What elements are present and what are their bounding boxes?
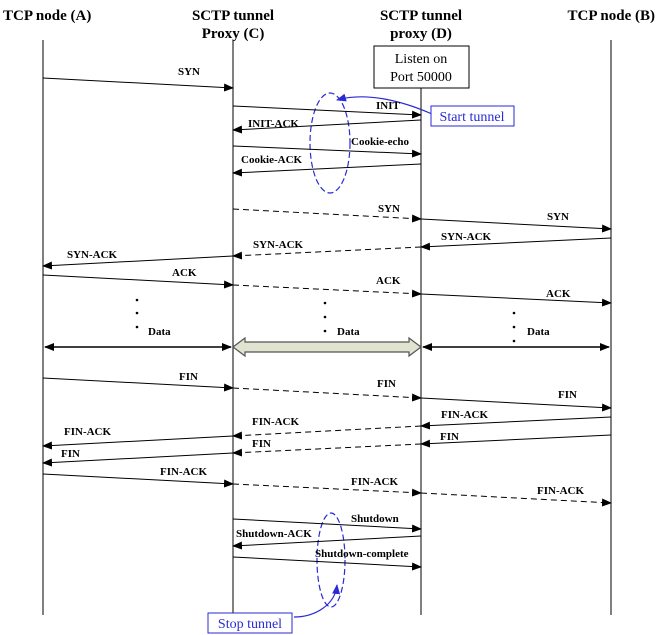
- label-fin-c-a: FIN: [61, 448, 80, 460]
- arrow-synack-b-d: [420, 237, 612, 251]
- label-fin-b-d: FIN: [440, 431, 459, 443]
- label-fin-c-d: FIN: [377, 378, 396, 390]
- arrow-fin-d-b: [420, 397, 612, 412]
- node-c-title-line1: SCTP tunnel: [192, 8, 274, 24]
- start-tunnel-ellipse: [309, 92, 351, 194]
- node-c-title-line2: Proxy (C): [202, 26, 265, 42]
- arrow-shutdown-complete: [232, 556, 422, 571]
- arrow-fin-b-d: [420, 434, 612, 448]
- label-finack-b-d: FIN-ACK: [441, 409, 488, 421]
- arrow-cookie-echo: [232, 145, 422, 158]
- dots-a-c: [135, 298, 139, 329]
- tunnel-data-arrow: [232, 336, 422, 358]
- arrow-shutdown: [232, 518, 422, 533]
- dots-d-b: [512, 311, 516, 343]
- arrow-ack-a-c: [42, 274, 234, 289]
- dots-c-d: [323, 301, 327, 333]
- label-cookie-echo: Cookie-echo: [351, 136, 410, 148]
- label-ack-c-d: ACK: [376, 275, 401, 287]
- label-synack-b-d: SYN-ACK: [441, 231, 492, 243]
- label-finack-a-c: FIN-ACK: [160, 466, 207, 478]
- stop-tunnel-pointer: [293, 584, 341, 618]
- label-fin-d-c: FIN: [252, 438, 271, 450]
- label-init: INIT: [376, 100, 401, 112]
- label-syn-c-d: SYN: [378, 203, 400, 215]
- label-finack-c-d: FIN-ACK: [351, 476, 398, 488]
- label-shutdown-ack: Shutdown-ACK: [236, 528, 312, 540]
- label-finack-c-a: FIN-ACK: [64, 426, 111, 438]
- label-cookie-ack: Cookie-ACK: [241, 154, 303, 166]
- label-data-d-b: Data: [527, 326, 550, 338]
- label-fin-d-b: FIN: [558, 389, 577, 401]
- label-synack-d-c: SYN-ACK: [253, 239, 304, 251]
- label-finack-d-c: FIN-ACK: [252, 416, 299, 428]
- arrow-finack-d-c: [232, 425, 422, 440]
- label-data-a-c: Data: [148, 326, 171, 338]
- arrow-syn-c-d: [232, 208, 422, 223]
- arrow-init-ack: [232, 119, 422, 134]
- label-data-c-d: Data: [337, 326, 360, 338]
- arrow-synack-c-a: [42, 255, 234, 270]
- start-tunnel-box: [430, 105, 515, 127]
- arrow-fin-c-d: [232, 387, 422, 402]
- node-b-title: TCP node (B): [567, 8, 655, 24]
- arrow-fin-a-c: [42, 377, 234, 392]
- arrow-shutdown-ack: [232, 535, 422, 550]
- arrow-synack-d-c: [232, 246, 422, 260]
- arrow-finack-d-b: [420, 492, 612, 507]
- arrow-finack-c-a: [42, 435, 234, 450]
- label-finack-d-b: FIN-ACK: [537, 485, 584, 497]
- arrow-ack-c-d: [232, 284, 422, 298]
- arrow-init: [232, 105, 422, 119]
- stop-tunnel-box: [207, 612, 293, 634]
- arrow-ack-d-b: [420, 293, 612, 307]
- arrow-finack-a-c: [42, 473, 234, 488]
- label-shutdown-complete: Shutdown-complete: [315, 548, 409, 560]
- label-syn-a-c: SYN: [178, 66, 200, 78]
- label-fin-a-c: FIN: [179, 371, 198, 383]
- listen-box-line2: Port 50000: [390, 70, 452, 85]
- label-ack-d-b: ACK: [546, 288, 571, 300]
- arrow-cookie-ack: [232, 163, 422, 177]
- arrow-fin-c-a: [42, 452, 234, 467]
- stop-tunnel-label: Stop tunnel: [218, 617, 282, 632]
- label-ack-a-c: ACK: [172, 267, 197, 279]
- listen-box-line1: Listen on: [395, 52, 448, 67]
- arrow-finack-c-d: [232, 483, 422, 497]
- listen-box: Listen on Port 50000: [373, 45, 470, 89]
- label-shutdown: Shutdown: [351, 513, 399, 525]
- start-tunnel-pointer: [336, 93, 433, 115]
- label-init-ack: INIT-ACK: [248, 118, 299, 130]
- arrow-fin-d-c: [232, 443, 422, 457]
- label-synack-c-a: SYN-ACK: [67, 249, 118, 261]
- node-a-title: TCP node (A): [3, 8, 91, 24]
- arrow-finack-b-d: [420, 416, 612, 430]
- arrow-syn-d-b: [420, 218, 612, 233]
- arrow-syn-a-c: [42, 77, 234, 92]
- node-d-title-line2: proxy (D): [390, 26, 452, 42]
- node-d-title-line1: SCTP tunnel: [380, 8, 462, 24]
- label-syn-d-b: SYN: [547, 211, 569, 223]
- start-tunnel-label: Start tunnel: [440, 110, 505, 125]
- stop-tunnel-ellipse: [316, 512, 346, 608]
